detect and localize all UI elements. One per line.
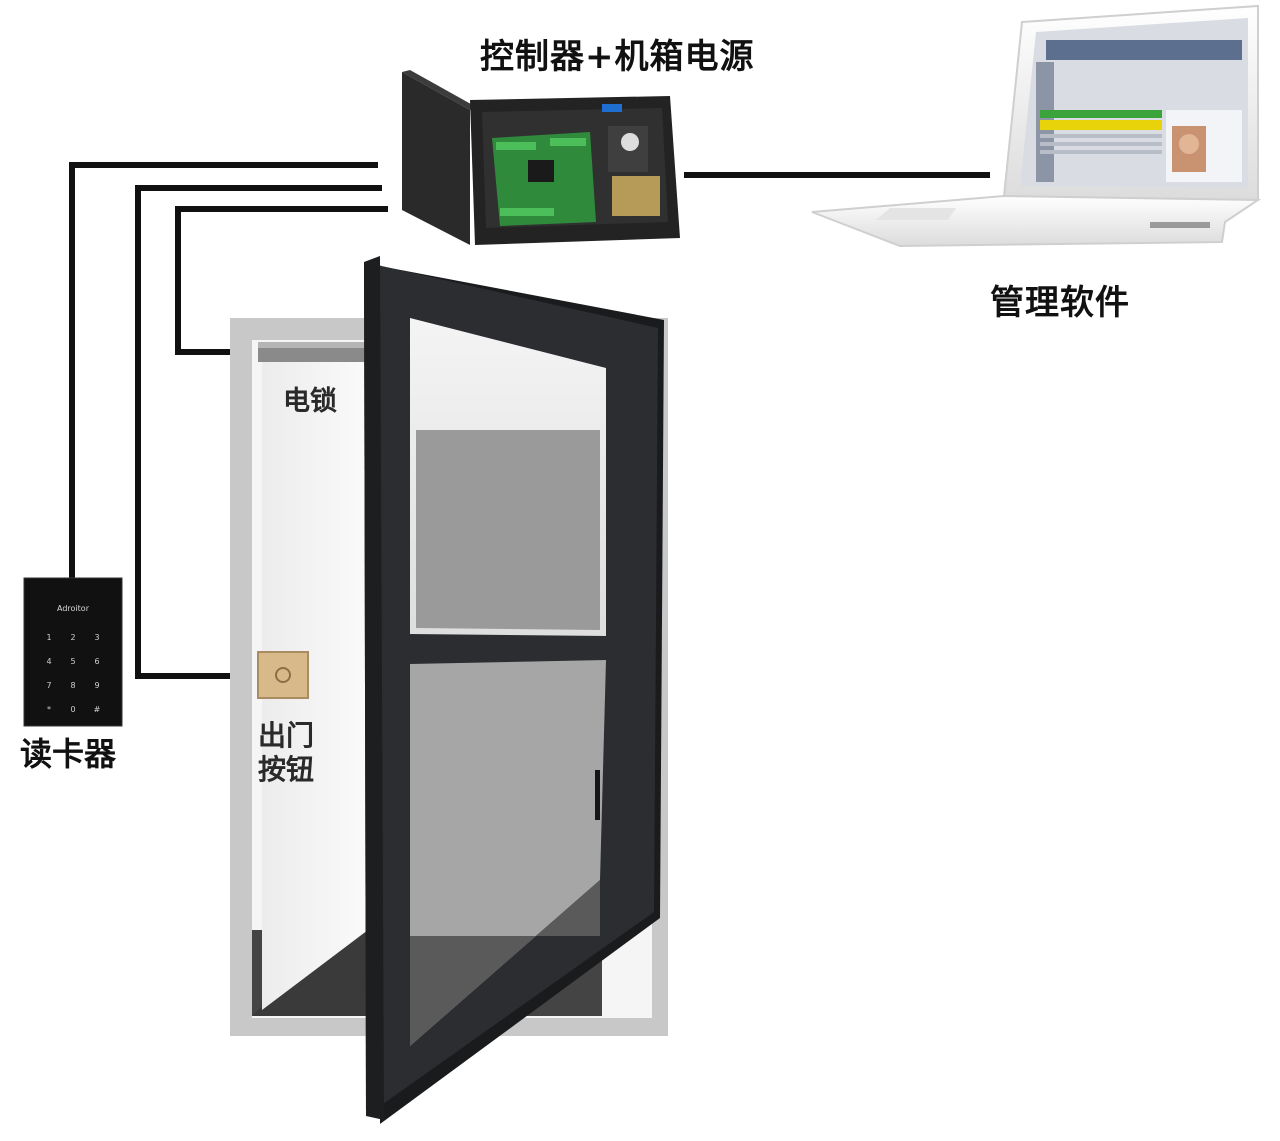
cabinet-lid: [402, 72, 470, 245]
keypad-key: 2: [70, 633, 75, 642]
card-reader-brand: Adroitor: [57, 604, 90, 613]
card-reader-body: [23, 577, 123, 727]
door-icon: [364, 256, 664, 1124]
screen-row-1: [1040, 134, 1162, 138]
exit-button-icon: [257, 651, 309, 699]
screen-row-2: [1040, 142, 1162, 146]
keypad-key: 1: [46, 633, 51, 642]
label-reader: 读卡器: [20, 735, 117, 773]
cabinet-lid-edge: [402, 70, 478, 110]
card-reader-keys: 1 2 3 4 5 6 7 8 9 * 0 #: [46, 633, 100, 714]
keypad-key: 3: [94, 633, 99, 642]
keypad-key: 9: [94, 681, 99, 690]
wire-lock: [175, 206, 388, 355]
keypad-key: 0: [70, 705, 75, 714]
wiring: [69, 162, 990, 679]
door-leaf-edge: [364, 256, 384, 1120]
laptop-icon: [811, 4, 1262, 248]
screen-row-yellow: [1040, 120, 1162, 130]
exit-button-knob: [275, 667, 291, 683]
wire-exit-button: [135, 185, 382, 679]
controller-cabinet: [402, 70, 680, 245]
keypad-key: 4: [46, 657, 51, 666]
laptop-base: [811, 194, 1262, 248]
screen-toolbar: [1046, 40, 1242, 60]
laptop-touchpad: [876, 208, 956, 220]
door-handle: [595, 770, 600, 820]
label-controller: 控制器+机箱电源: [480, 37, 755, 77]
keypad-key: 8: [70, 681, 75, 690]
screen-row-green: [1040, 110, 1162, 118]
power-transformer: [612, 176, 660, 216]
label-exit-button-line2: 按钮: [258, 753, 315, 786]
label-electric-lock: 电锁: [283, 386, 337, 417]
doorway-back-wall: [262, 348, 368, 1010]
keypad-key: 6: [94, 657, 99, 666]
keypad-key: #: [94, 705, 101, 714]
label-software: 管理软件: [990, 283, 1130, 323]
pcb-terminal-3: [500, 208, 554, 216]
door-glass-lower-floor: [410, 880, 600, 1046]
laptop-ports: [1150, 222, 1210, 228]
screen-photo-face: [1179, 134, 1199, 154]
keypad-key: 7: [46, 681, 51, 690]
keypad-key: *: [47, 705, 51, 714]
electric-lock-highlight: [258, 342, 368, 348]
pcb-terminal-1: [496, 142, 536, 150]
cabinet-fan: [621, 133, 639, 151]
wire-reader: [69, 162, 378, 578]
keypad-icon: Adroitor 1 2 3 4 5 6 7 8 9 * 0 #: [23, 577, 123, 727]
cabinet-battery-lead: [602, 104, 622, 112]
pcb-terminal-2: [550, 138, 586, 146]
keypad-key: 5: [70, 657, 75, 666]
pcb-chip: [528, 160, 554, 182]
screen-row-3: [1040, 150, 1162, 154]
door-glass-upper-shade: [416, 430, 600, 630]
label-exit-button-line1: 出门: [258, 719, 315, 752]
